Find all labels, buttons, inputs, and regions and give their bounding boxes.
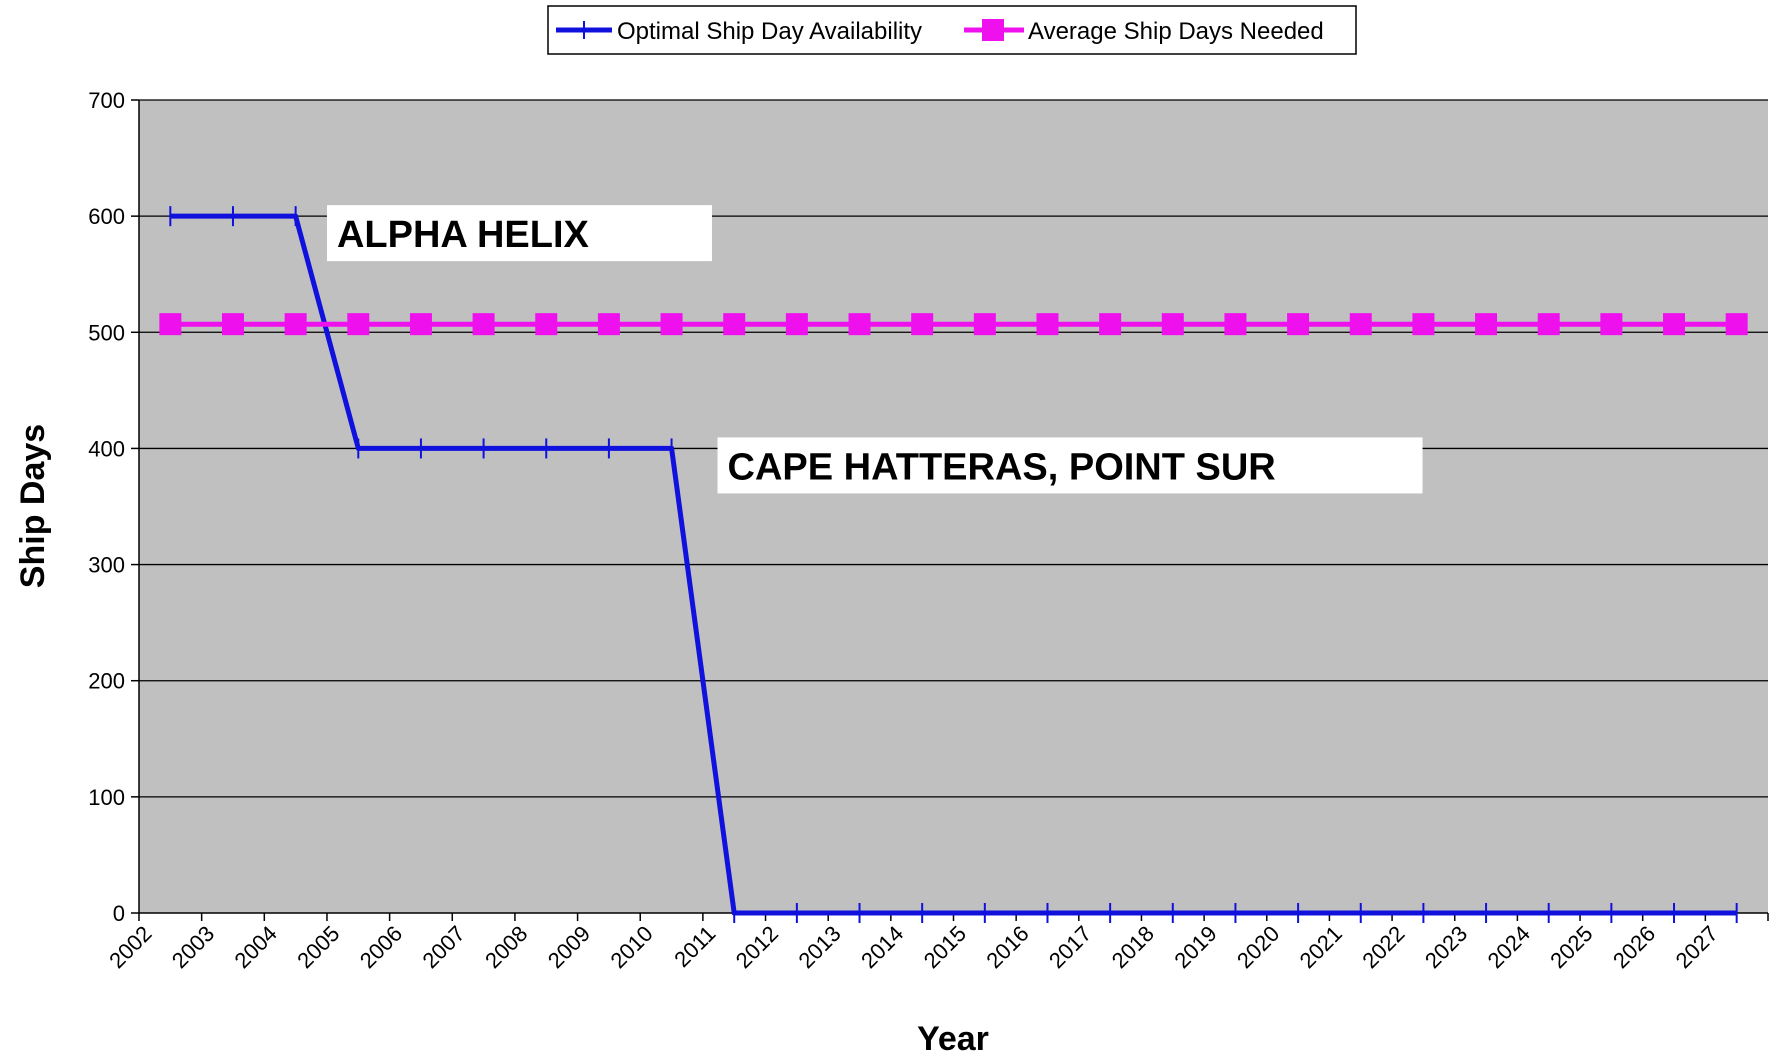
x-tick-label-2008: 2008 [480, 921, 532, 973]
legend: Optimal Ship Day Availability Average Sh… [547, 5, 1357, 55]
data-point-average-2025 [1600, 313, 1623, 336]
y-axis-title: Ship Days [14, 424, 52, 588]
data-point-average-2003 [221, 313, 244, 336]
y-tick-label-700: 700 [88, 88, 125, 113]
x-tick-label-2012: 2012 [731, 921, 783, 973]
data-point-average-2011 [723, 313, 746, 336]
data-point-average-2020 [1287, 313, 1310, 336]
data-point-average-2009 [597, 313, 620, 336]
data-point-average-2016 [1036, 313, 1059, 336]
x-tick-label-2013: 2013 [793, 921, 845, 973]
x-tick-label-2018: 2018 [1107, 921, 1159, 973]
data-point-average-2015 [973, 313, 996, 336]
data-point-average-2004 [284, 313, 307, 336]
x-tick-label-2024: 2024 [1483, 921, 1535, 973]
annotation-cape-hatteras-point-sur: CAPE HATTERAS, POINT SUR [728, 446, 1276, 488]
x-tick-label-2020: 2020 [1232, 921, 1284, 973]
data-point-average-2014 [911, 313, 934, 336]
x-tick-label-2023: 2023 [1420, 921, 1472, 973]
x-tick-label-2017: 2017 [1044, 921, 1096, 973]
x-tick-label-2003: 2003 [167, 921, 219, 973]
legend-box [547, 5, 1357, 55]
y-axis-ticks: 0 100 200 300 400 500 600 700 [88, 88, 139, 926]
data-point-average-2005 [347, 313, 370, 336]
x-tick-label-2015: 2015 [919, 921, 971, 973]
data-point-average-2013 [848, 313, 871, 336]
annotations: ALPHA HELIX CAPE HATTERAS, POINT SUR [326, 205, 1423, 494]
x-tick-label-2021: 2021 [1295, 921, 1347, 973]
data-point-average-2018 [1161, 313, 1184, 336]
data-point-average-2024 [1537, 313, 1560, 336]
x-tick-label-2005: 2005 [292, 921, 344, 973]
x-tick-label-2022: 2022 [1357, 921, 1409, 973]
y-tick-label-400: 400 [88, 436, 125, 461]
data-point-average-2007 [472, 313, 495, 336]
series-line-optimal [170, 213, 1737, 916]
data-point-average-2002 [159, 313, 182, 336]
y-tick-label-500: 500 [88, 320, 125, 345]
annotation-box-cape-hatteras-point-sur [717, 437, 1423, 494]
data-point-average-2022 [1412, 313, 1435, 336]
annotation-alpha-helix: ALPHA HELIX [337, 214, 590, 256]
x-axis-title: Year [917, 1020, 989, 1056]
x-tick-label-2002: 2002 [104, 921, 156, 973]
data-point-average-2023 [1475, 313, 1498, 336]
data-point-average-2006 [409, 313, 432, 336]
data-point-average-2027 [1725, 313, 1748, 336]
y-tick-label-300: 300 [88, 553, 125, 578]
x-tick-label-2010: 2010 [605, 921, 657, 973]
x-tick-label-2019: 2019 [1169, 921, 1221, 973]
x-tick-label-2027: 2027 [1671, 921, 1723, 973]
data-point-average-2010 [660, 313, 683, 336]
data-point-average-2026 [1663, 313, 1686, 336]
x-tick-label-2006: 2006 [355, 921, 407, 973]
data-point-average-2019 [1224, 313, 1247, 336]
legend-label-average: Average Ship Days Needed [1028, 18, 1324, 45]
x-tick-label-2009: 2009 [543, 921, 595, 973]
y-tick-label-0: 0 [113, 901, 125, 926]
y-tick-label-200: 200 [88, 669, 125, 694]
x-tick-label-2016: 2016 [981, 921, 1033, 973]
data-point-average-2017 [1099, 313, 1122, 336]
x-tick-label-2004: 2004 [230, 921, 282, 973]
legend-marker-average [982, 19, 1004, 41]
data-point-average-2012 [785, 313, 808, 336]
data-point-average-2008 [535, 313, 558, 336]
data-point-average-2021 [1349, 313, 1372, 336]
x-tick-label-2007: 2007 [418, 921, 470, 973]
legend-label-optimal: Optimal Ship Day Availability [617, 18, 922, 45]
series-layer [159, 206, 1748, 923]
annotation-box-alpha-helix [326, 205, 712, 262]
y-tick-label-600: 600 [88, 204, 125, 229]
x-tick-label-2014: 2014 [856, 921, 908, 973]
x-tick-label-2026: 2026 [1608, 921, 1660, 973]
x-tick-label-2011: 2011 [669, 921, 720, 972]
x-tick-label-2025: 2025 [1545, 921, 1597, 973]
y-tick-label-100: 100 [88, 785, 125, 810]
